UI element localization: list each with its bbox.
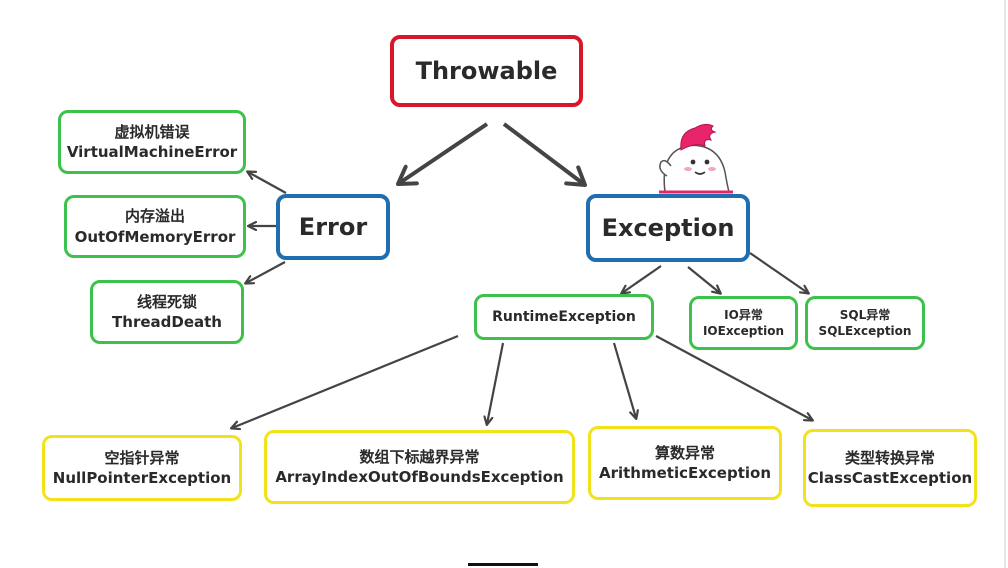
runtime-exception-label: RuntimeException [492, 308, 636, 325]
class-cast-node: 类型转换异常 ClassCastException [803, 429, 977, 507]
arrow-exception-to-io [687, 266, 720, 293]
sql-exception-name: SQLException [818, 324, 912, 338]
class-cast-title: 类型转换异常 [844, 448, 935, 467]
oom-error-node: 内存溢出 OutOfMemoryError [64, 195, 246, 258]
null-pointer-name: NullPointerException [52, 469, 232, 487]
sql-exception-node: SQL异常 SQLException [805, 296, 925, 350]
oom-error-title: 内存溢出 [124, 207, 185, 226]
arrow-throwable-to-error [396, 122, 489, 186]
arithmetic-title: 算数异常 [654, 443, 715, 462]
error-node: Error [276, 194, 390, 260]
io-exception-name: IOException [702, 324, 785, 338]
arrow-error-to-vm-error [248, 172, 287, 194]
throwable-label: Throwable [415, 56, 558, 85]
exception-node: Exception [586, 194, 750, 262]
arithmetic-node: 算数异常 ArithmeticException [588, 426, 782, 500]
bottom-divider [468, 563, 538, 566]
cartoon-mascot-icon [659, 123, 733, 194]
sql-exception-title: SQL异常 [839, 307, 891, 322]
thread-death-name: ThreadDeath [112, 313, 222, 331]
thread-death-title: 线程死锁 [136, 292, 197, 311]
arrow-exception-to-runtime [622, 265, 662, 293]
arrow-throwable-to-exception [502, 122, 587, 187]
arrow-runtime-to-class-cast [655, 335, 812, 420]
error-label: Error [298, 212, 368, 241]
class-cast-name: ClassCastException [807, 469, 973, 487]
io-exception-title: IO异常 [724, 307, 763, 322]
array-index-node: 数组下标越界异常 ArrayIndexOutOfBoundsException [264, 430, 575, 504]
runtime-exception-node: RuntimeException [474, 294, 654, 340]
vm-error-name: VirtualMachineError [66, 143, 238, 161]
null-pointer-node: 空指针异常 NullPointerException [42, 435, 242, 501]
vm-error-title: 虚拟机错误 [114, 122, 190, 141]
oom-error-name: OutOfMemoryError [74, 227, 236, 246]
arrow-error-to-thread-death [246, 261, 286, 283]
arithmetic-name: ArithmeticException [598, 464, 772, 482]
null-pointer-title: 空指针异常 [104, 448, 180, 467]
exception-label: Exception [601, 213, 735, 242]
throwable-node: Throwable [390, 35, 583, 107]
array-index-title: 数组下标越界异常 [359, 447, 480, 466]
arrow-runtime-to-arithmetic [612, 342, 636, 418]
right-edge-divider [1004, 0, 1006, 568]
array-index-name: ArrayIndexOutOfBoundsException [275, 468, 564, 486]
arrow-exception-to-sql [749, 252, 808, 293]
thread-death-node: 线程死锁 ThreadDeath [90, 280, 244, 344]
vm-error-node: 虚拟机错误 VirtualMachineError [58, 110, 246, 174]
io-exception-node: IO异常 IOException [689, 296, 798, 350]
arrow-runtime-to-null-pointer [232, 334, 459, 428]
arrow-runtime-to-array-index [487, 342, 505, 424]
